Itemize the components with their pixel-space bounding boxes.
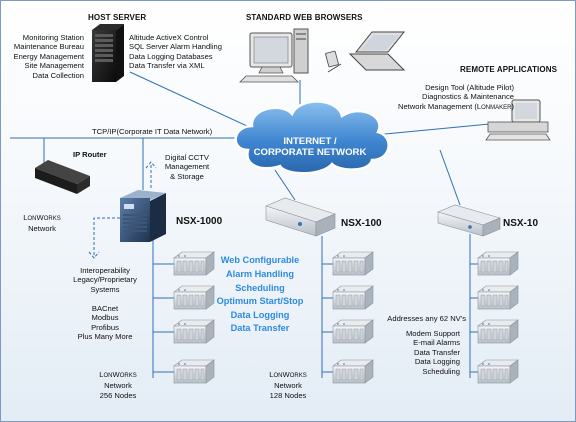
interoperability-text: Interoperability Legacy/Proprietary Syst… [73,266,137,294]
nsx-10-features: Modem Support E-mail Alarms Data Transfe… [405,329,460,376]
remote-computer-icon [485,99,551,141]
list-item: Monitoring Station [22,33,84,42]
list-item: Energy Management [13,51,85,61]
laptop-icon [348,31,406,71]
list-item: Design Tool (Altitude Pilot) [425,83,514,92]
nsx-100-network-text: LONWORKS Network 128 Nodes [269,370,307,400]
list-item: Maintenance Bureau [13,42,84,52]
list-item: Altitude ActiveX Control [129,33,209,42]
dashed-links [88,161,157,259]
nsx-10-label: NSX-10 [503,218,539,229]
desktop-computer-icon [239,28,309,83]
nsx-1000-icon [120,190,166,242]
list-item: Diagnostics & Maintenance [421,92,514,102]
ip-router-icon [35,160,90,194]
nv-address-text: Addresses any 62 NV's [387,314,466,323]
host-server-left-list: Monitoring Station Maintenance Bureau En… [10,33,85,80]
feature-alarm-handling: Alarm Handling [226,269,294,279]
network-lines [10,71,501,378]
protocols-text: BACnet Modbus Profibus Plus Many More [77,304,133,342]
nsx-1000-label: NSX-1000 [176,216,223,227]
remote-apps-title: REMOTE APPLICATIONS [460,65,558,74]
io-modules-nsx10 [477,251,519,384]
list-item: Data Collection [32,70,85,80]
nsx-100-icon [265,197,336,237]
ip-router-network-label: LONWORKS Network [23,213,61,234]
web-browsers-title: STANDARD WEB BROWSERS [246,13,363,22]
io-modules-nsx100 [332,251,374,384]
ip-router-title: IP Router [73,150,107,159]
nsx-10-icon [437,204,501,237]
list-item: Site Management [24,61,84,71]
list-item: Network Management (LONMAKER) [397,101,514,111]
host-server-right-list: Altitude ActiveX Control SQL Server Alar… [129,33,222,71]
feature-web-configurable: Web Configurable [220,255,300,265]
internet-cloud [234,100,390,175]
cloud-label: INTERNET / CORPORATE NETWORK [253,136,367,158]
pda-icon [325,50,342,73]
host-server-title: HOST SERVER [88,13,147,22]
tcpip-label: TCP/IP(Corporate IT Data Network) [92,127,213,136]
feature-data-logging: Data Logging [230,310,290,320]
feature-data-transfer: Data Transfer [230,323,290,333]
feature-scheduling: Scheduling [235,283,285,293]
remote-apps-list: Design Tool (Altitude Pilot) Diagnostics… [380,83,514,113]
nsx-1000-network-text: LONWORKS Network 256 Nodes [99,370,137,400]
nsx-100-label: NSX-100 [341,218,382,229]
feature-optimum-start-stop: Optimum Start/Stop [216,296,304,306]
cctv-label: Digital CCTV Management & Storage [164,153,210,181]
list-item: Data Transfer via XML [129,61,205,71]
host-server-icon [92,24,124,82]
list-item: Data Logging Databases [129,51,213,61]
list-item: SQL Server Alarm Handling [129,42,222,52]
